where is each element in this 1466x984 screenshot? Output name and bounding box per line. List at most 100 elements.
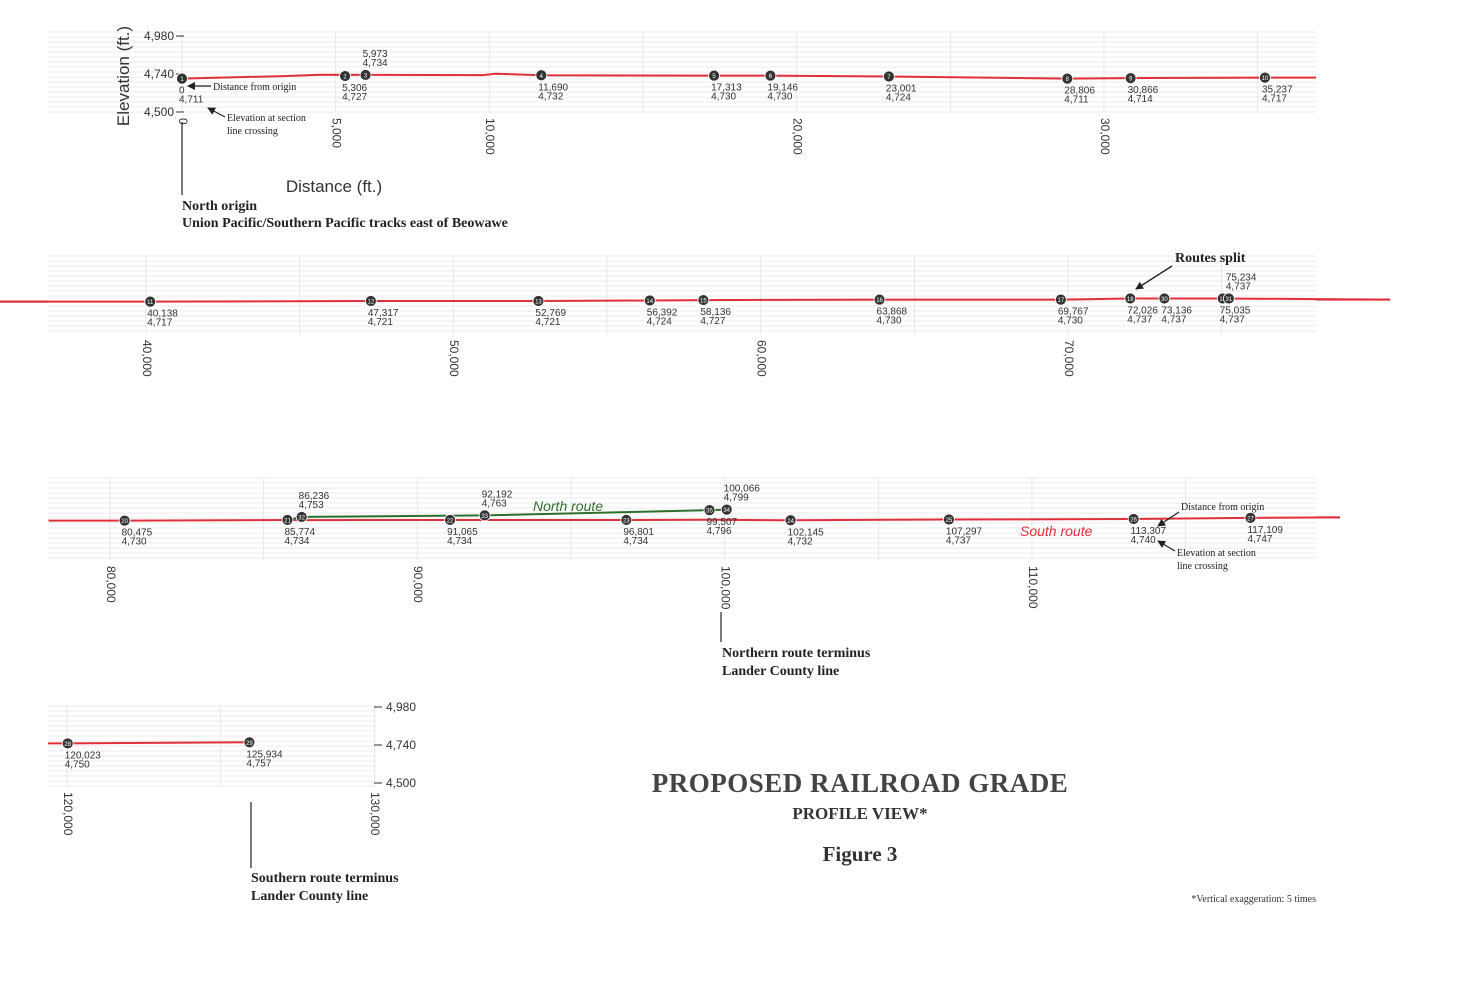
station-marker — [1127, 513, 1140, 525]
station-elevation-label: 4,734 — [284, 536, 309, 547]
elevation-arrow-2 — [1157, 540, 1176, 552]
y-tick-label: 4,500 — [144, 105, 174, 119]
series-line — [67, 741, 250, 745]
station-distance-label: 102,145 — [788, 527, 825, 538]
distance-from-origin-label-2: Distance from origin — [1181, 502, 1264, 513]
station-distance-label: 91,065 — [447, 527, 478, 538]
station-distance-label: 23,001 — [886, 84, 917, 95]
station-distance-label: 40,138 — [147, 309, 178, 320]
station-elevation-label: 4,753 — [299, 500, 324, 511]
station-marker — [764, 69, 777, 82]
station-distance-label: 107,297 — [946, 526, 983, 537]
station-id: 16 — [876, 298, 883, 304]
station-distance-label: 120,023 — [65, 750, 102, 761]
x-tick-label: 80,000 — [104, 566, 118, 603]
station-marker — [118, 514, 131, 527]
station-elevation-label: 4,763 — [482, 498, 507, 509]
northern-terminus-label-1: Northern route terminus — [722, 646, 871, 661]
station-distance-label: 17,313 — [711, 83, 742, 94]
y-tick-label: 4,740 — [144, 67, 174, 81]
station-id: 2 — [343, 75, 347, 81]
station-elevation-label: 4,711 — [1064, 95, 1089, 106]
station-elevation-label: 4,734 — [363, 58, 388, 69]
x-tick-label: 120,000 — [61, 792, 75, 836]
station-elevation-label: 4,724 — [647, 317, 672, 328]
station-elevation-label: 4,714 — [1128, 94, 1153, 105]
station-markers: 104,71125,3064,72735,9734,734411,6904,73… — [61, 49, 1293, 770]
station-distance-label: 28,806 — [1064, 86, 1095, 97]
station-distance-label: 58,136 — [700, 307, 731, 318]
x-tick-label: 100,000 — [718, 566, 732, 610]
station-id: 6 — [769, 74, 773, 80]
footnote: *Vertical exaggeration: 5 times — [1191, 894, 1316, 905]
station-marker — [873, 293, 886, 306]
y-tick-label: 4,740 — [386, 738, 416, 752]
station-marker — [703, 504, 716, 517]
station-id: 9 — [1129, 77, 1133, 83]
series-line — [0, 297, 1390, 303]
y-tick-label: 4,500 — [386, 776, 416, 790]
station-id: 30 — [1161, 297, 1168, 303]
x-tick-label: 110,000 — [1026, 566, 1040, 609]
station-distance-label: 75,035 — [1220, 305, 1251, 316]
chart-subtitle: PROFILE VIEW* — [792, 804, 928, 823]
station-elevation-label: 4,734 — [623, 536, 648, 547]
station-elevation-label: 4,737 — [946, 535, 971, 546]
y-axis-label: Elevation (ft.) — [114, 26, 133, 126]
station-elevation-label: 4,727 — [700, 316, 725, 327]
station-marker — [535, 69, 548, 82]
station-elevation-label: 4,711 — [179, 95, 204, 106]
station-distance-label: 96,801 — [623, 527, 654, 538]
south-route-label: South route — [1020, 523, 1093, 539]
station-id: 3 — [364, 73, 368, 79]
station-marker — [1259, 71, 1271, 84]
station-distance-label: 99,507 — [707, 517, 738, 528]
station-elevation-label: 4,732 — [538, 91, 563, 102]
x-tick-label: 30,000 — [1098, 118, 1112, 155]
x-tick-label: 90,000 — [411, 566, 425, 603]
station-elevation-label: 4,750 — [65, 759, 90, 770]
station-elevation-label: 4,721 — [368, 317, 393, 328]
station-distance-label: 47,317 — [368, 308, 399, 319]
station-marker — [176, 72, 188, 85]
station-marker — [1124, 292, 1137, 305]
station-elevation-label: 4,724 — [886, 93, 911, 104]
station-distance-label: 35,237 — [1262, 85, 1293, 96]
distance-arrow-2 — [1157, 511, 1180, 527]
elevation-crossing-label-1: Elevation at section — [227, 113, 306, 124]
station-distance-label: 11,690 — [538, 82, 568, 93]
station-marker — [720, 503, 733, 516]
x-tick-label: 130,000 — [368, 792, 382, 836]
series-lines — [0, 72, 1390, 745]
north-route-label: North route — [533, 498, 603, 514]
station-elevation-label: 4,734 — [447, 536, 472, 547]
north-origin-label-2: Union Pacific/Southern Pacific tracks ea… — [182, 216, 508, 231]
station-elevation-label: 4,757 — [246, 758, 271, 769]
station-marker — [359, 69, 372, 81]
station-marker — [1158, 292, 1171, 305]
station-distance-label: 63,868 — [877, 307, 908, 318]
station-id: 8 — [1066, 77, 1070, 83]
station-marker — [1061, 72, 1074, 85]
station-marker — [1244, 511, 1257, 524]
station-marker — [364, 295, 377, 307]
station-elevation-label: 4,737 — [1226, 281, 1251, 292]
station-id: 15 — [700, 299, 707, 305]
station-distance-label: 52,769 — [535, 308, 566, 319]
x-tick-label: 0 — [176, 118, 190, 125]
station-id: 32 — [298, 515, 305, 521]
station-id: 25 — [946, 518, 953, 524]
x-axis-label: Distance (ft.) — [286, 177, 382, 196]
x-tick-label: 20,000 — [790, 118, 804, 155]
station-distance-label: 117,109 — [1247, 525, 1283, 536]
station-id: 34 — [723, 508, 730, 514]
station-distance-label: 113,307 — [1131, 526, 1167, 537]
station-id: 26 — [1130, 518, 1137, 524]
station-distance-label: 92,192 — [482, 489, 513, 500]
station-marker — [943, 513, 955, 526]
station-elevation-label: 4,737 — [1127, 314, 1152, 325]
station-elevation-label: 4,737 — [1161, 314, 1186, 325]
x-tick-label: 70,000 — [1062, 340, 1076, 377]
